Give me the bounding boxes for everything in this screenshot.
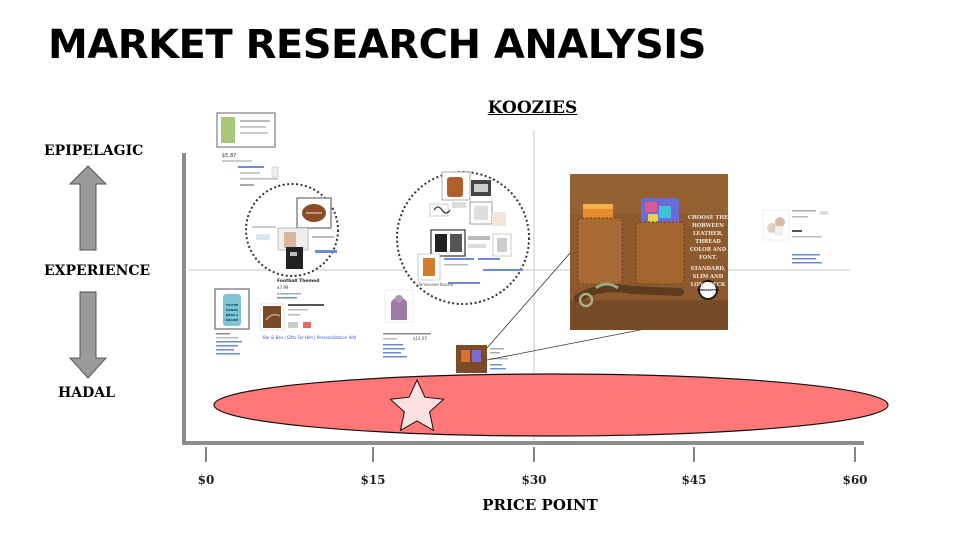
callout-line xyxy=(486,327,651,361)
x-tick-label: $45 xyxy=(681,473,707,487)
x-tick-label: $60 xyxy=(842,473,868,487)
product-thumbnail-blue-koozie: YOU'RE GONNA NEED A KOOZIE xyxy=(214,288,250,330)
product-price-text: $14.95 xyxy=(413,336,427,341)
svg-text:HORWEEN: HORWEEN xyxy=(692,223,724,229)
target-star-icon xyxy=(389,378,445,432)
target-market-ellipse xyxy=(213,373,889,437)
svg-text:GONNA: GONNA xyxy=(226,308,239,312)
product-listing-snippet xyxy=(222,160,279,186)
product-caption-text: Tennessee Koozie xyxy=(417,282,454,287)
y-label-experience: EXPERIENCE xyxy=(44,263,151,279)
chart-subtitle: KOOZIES xyxy=(487,98,578,118)
down-arrow-icon xyxy=(68,291,108,379)
product-listing-snippet xyxy=(288,304,324,328)
product-thumbnail-leather-small xyxy=(456,345,487,373)
svg-text:CHOOSE THE: CHOOSE THE xyxy=(688,215,728,221)
x-tick-label: $0 xyxy=(197,473,215,487)
featured-product-image: HANDCRAFTED xyxy=(570,174,728,330)
callout-line xyxy=(486,251,572,349)
x-axis-title: PRICE POINT xyxy=(482,496,598,514)
featured-overlay-text: CHOOSE THE HORWEEN LEATHER, THREAD COLOR… xyxy=(688,215,728,288)
product-cluster-football xyxy=(245,183,339,277)
svg-text:STANDARD,: STANDARD, xyxy=(690,266,725,272)
product-thumbnail-hoodie-koozie xyxy=(384,289,414,323)
svg-text:THREAD: THREAD xyxy=(695,239,721,245)
product-price-text: $5.87 xyxy=(222,153,236,159)
svg-text:FONT.: FONT. xyxy=(699,255,717,261)
up-arrow-icon xyxy=(68,165,108,251)
x-tick-label: $15 xyxy=(360,473,386,487)
svg-text:SLIM AND: SLIM AND xyxy=(693,274,724,280)
svg-text:COLOR AND: COLOR AND xyxy=(690,247,727,253)
product-listing-snippet xyxy=(490,348,508,370)
svg-text:LONGNECK: LONGNECK xyxy=(691,282,726,288)
y-label-epipelagic: EPIPELAGIC xyxy=(44,143,144,159)
x-tick-label: $30 xyxy=(521,473,547,487)
product-price-text: $7.99 xyxy=(277,285,289,290)
page-title: MARKET RESEARCH ANALYSIS xyxy=(48,22,706,68)
product-listing-snippet xyxy=(792,210,828,264)
product-listing-snippet xyxy=(216,333,242,355)
product-thumbnail-coasters xyxy=(762,209,790,241)
product-link-text: Bar & Bev | Gifts For Him | Personalizat… xyxy=(263,335,357,340)
product-title-text: Football Themed xyxy=(277,278,319,284)
svg-text:NEED A: NEED A xyxy=(226,313,239,317)
product-cluster-mixed xyxy=(396,171,530,305)
svg-text:YOU'RE: YOU'RE xyxy=(225,303,238,307)
svg-text:KOOZIE: KOOZIE xyxy=(226,318,239,322)
y-label-hadal: HADAL xyxy=(58,385,115,401)
product-listing-snippet xyxy=(383,333,431,358)
featured-badge-text: HANDCRAFTED xyxy=(697,288,720,292)
svg-text:LEATHER,: LEATHER, xyxy=(693,231,723,237)
x-axis-ticks xyxy=(205,447,856,462)
product-thumbnail-can-cooler xyxy=(216,112,276,148)
product-thumbnail-leather-sleeve xyxy=(259,303,285,331)
